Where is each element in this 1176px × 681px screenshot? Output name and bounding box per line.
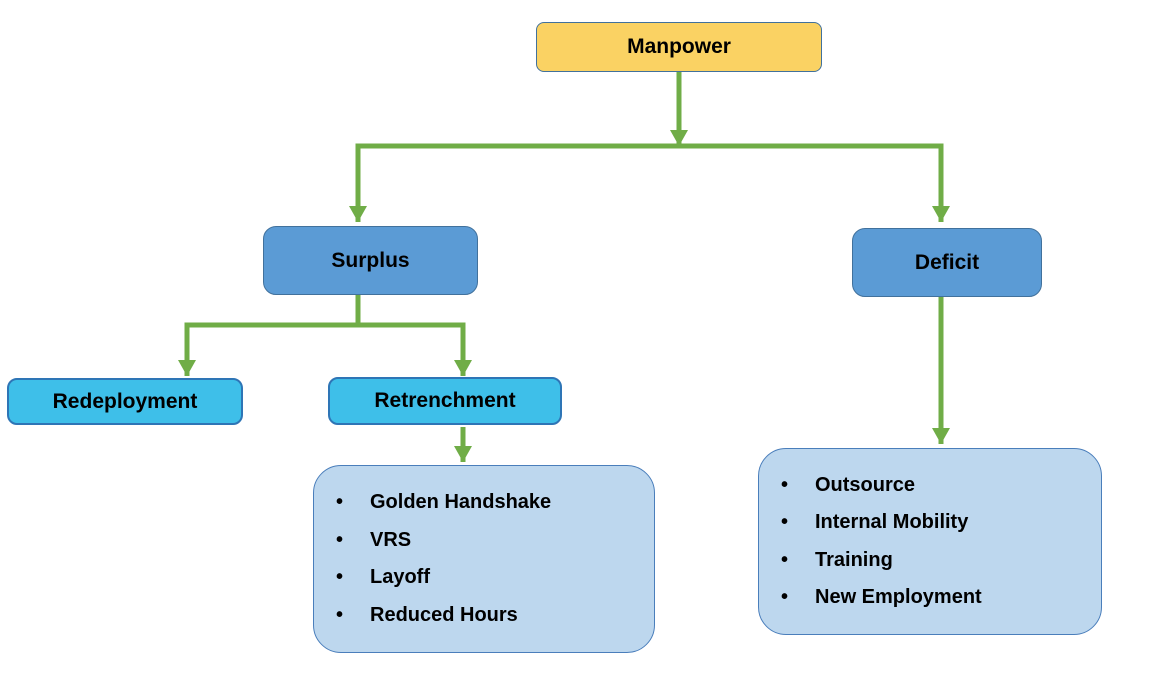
bullet-item: Reduced Hours [336,597,654,635]
retrenchment-details-list: Golden HandshakeVRSLayoffReduced Hours [314,466,654,652]
node-redeployment: Redeployment [7,378,243,425]
node-redeployment-label: Redeployment [52,389,198,413]
node-manpower-label: Manpower [627,35,731,58]
node-deficit: Deficit [852,228,1042,297]
bullet-item: VRS [336,522,654,560]
bullet-item: Outsource [781,467,1101,505]
node-deficit-label: Deficit [914,250,980,274]
bullet-item: Training [781,542,1101,580]
deficit-details-box: OutsourceInternal MobilityTrainingNew Em… [758,448,1102,635]
node-surplus: Surplus [263,226,478,295]
node-manpower: Manpower [536,22,822,72]
bullet-item: Layoff [336,559,654,597]
deficit-details-list: OutsourceInternal MobilityTrainingNew Em… [759,449,1101,634]
retrenchment-details-box: Golden HandshakeVRSLayoffReduced Hours [313,465,655,653]
bullet-item: Internal Mobility [781,504,1101,542]
bullet-item: New Employment [781,579,1101,617]
node-retrenchment-label: Retrenchment [374,389,516,412]
bullet-item: Golden Handshake [336,484,654,522]
node-retrenchment: Retrenchment [328,377,562,425]
node-surplus-label: Surplus [331,248,410,272]
